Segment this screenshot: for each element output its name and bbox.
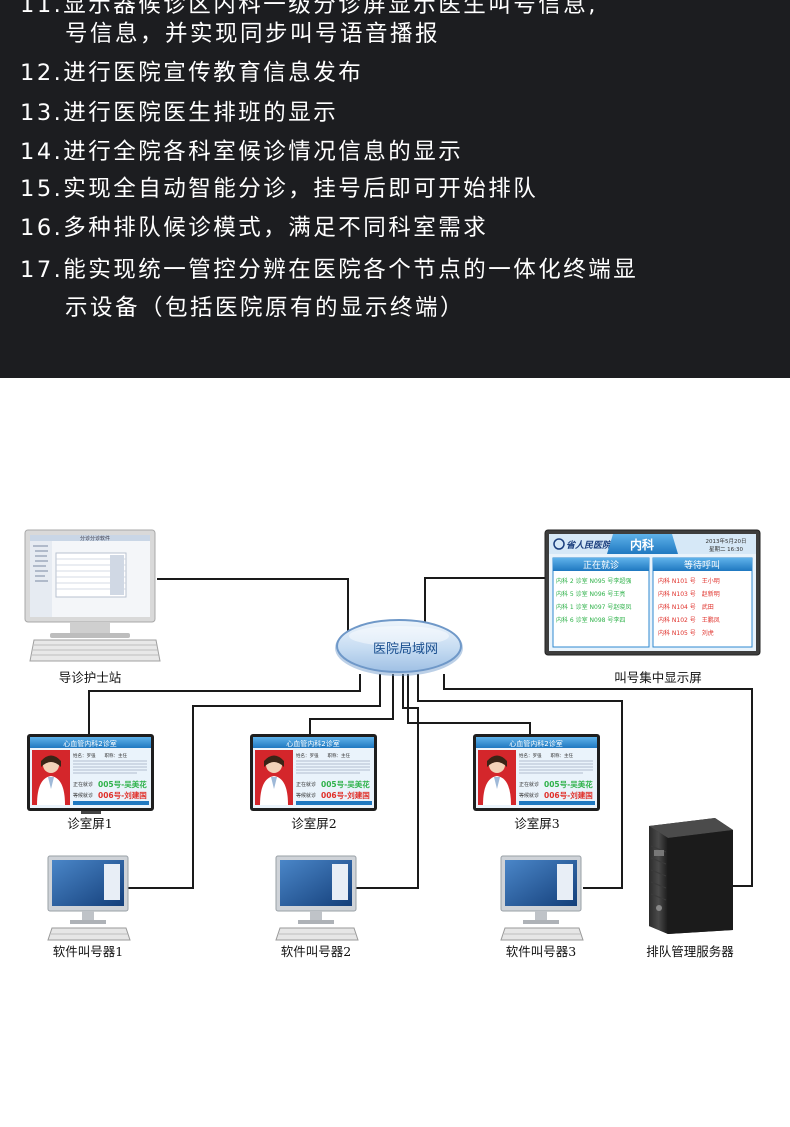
nurse-station-label: 导诊护士站 [40, 667, 140, 686]
room-wait-value: 006号-刘建国 [544, 790, 593, 800]
room-now-value: 005号-吴美花 [98, 779, 147, 789]
room-name-line: 姓名：罗强 职称：主任 [73, 752, 127, 759]
caller-computer-3 [501, 856, 583, 940]
nurse-window-title: 分诊分诊软件 [80, 535, 110, 542]
caller-label-3: 软件叫号器3 [491, 941, 591, 960]
room-now-value: 005号-吴美花 [321, 779, 370, 789]
room-wait-label: 等候就诊 [519, 792, 539, 799]
central-wait-row: 内科 N103 号 赵新明 [658, 590, 720, 598]
central-display-label: 叫号集中显示屏 [603, 667, 713, 686]
room-name-line: 姓名：罗强 职称：主任 [296, 752, 350, 759]
room-now-label: 正在就诊 [519, 781, 539, 788]
room-screen-label-1: 诊室屏1 [40, 813, 140, 832]
caller-computer-2 [276, 856, 358, 940]
central-wait-row: 内科 N104 号 武田 [658, 603, 714, 611]
feature-item-12: 12.进行医院宣传教育信息发布 [20, 55, 363, 87]
central-col-wait: 等待呼叫 [684, 559, 720, 571]
caller-computer-1 [48, 856, 130, 940]
feature-item-16: 16.多种排队候诊模式，满足不同科室需求 [20, 210, 488, 242]
room-wait-value: 006号-刘建国 [321, 790, 370, 800]
queue-server-tower [649, 818, 733, 934]
room-wait-value: 006号-刘建国 [98, 790, 147, 800]
central-display-screen: 省人民医院 内科 2013年5月20日 星期二 16:30 正在就诊 内科 2 … [545, 530, 760, 655]
feature-item-13: 13.进行医院医生排班的显示 [20, 95, 338, 127]
room-screen-label-2: 诊室屏2 [264, 813, 364, 832]
central-dept: 内科 [630, 537, 654, 552]
feature-list-panel: 11.显示器候诊区内科一级分诊屏显示医生叫号信息, 号信息，并实现同步叫号语音播… [0, 0, 790, 378]
room-screen-3: 心血管内科2诊室 姓名：罗强 职称：主任 正在就诊 005号-吴美花 等候就诊 … [473, 734, 600, 811]
cable-room-screen-3 [408, 674, 530, 734]
central-hospital-name: 省人民医院 [566, 540, 613, 551]
central-wait-row: 内科 N102 号 王鹏凤 [658, 616, 720, 624]
cable-nurse-station [157, 579, 348, 635]
central-now-row: 内科 1 诊室 N097 号赵晓凤 [556, 603, 631, 611]
room-screen-2: 心血管内科2诊室 姓名：罗强 职称：主任 正在就诊 005号-吴美花 等候就诊 … [250, 734, 377, 811]
central-time: 星期二 16:30 [709, 546, 744, 553]
room-screen-title: 心血管内科2诊室 [286, 739, 339, 748]
central-now-row: 内科 5 诊室 N096 号王亮 [556, 590, 625, 598]
feature-item-15: 15.实现全自动智能分诊，挂号后即可开始排队 [20, 171, 538, 203]
room-now-label: 正在就诊 [296, 781, 316, 788]
hub-label: 医院局域网 [373, 638, 425, 657]
room-screen-1: 心血管内科2诊室 姓名：罗强 职称：主任 正在就诊 005号-吴美花 等候就诊 … [27, 734, 154, 814]
room-name-line: 姓名：罗强 职称：主任 [519, 752, 573, 759]
diagram-canvas: 分诊分诊软件 省人民医院 内科 2013年5月20日 星期二 16:30 正在就… [0, 378, 790, 1123]
feature-item-17: 17.能实现统一管控分辨在医院各个节点的一体化终端显 [20, 252, 638, 284]
cable-central-display [425, 578, 545, 634]
feature-item-17-continuation: 示设备（包括医院原有的显示终端） [65, 290, 465, 322]
room-now-label: 正在就诊 [73, 781, 93, 788]
network-topology-diagram: 分诊分诊软件 省人民医院 内科 2013年5月20日 星期二 16:30 正在就… [0, 378, 790, 1123]
room-now-value: 005号-吴美花 [544, 779, 593, 789]
room-screen-title: 心血管内科2诊室 [509, 739, 562, 748]
room-screen-label-3: 诊室屏3 [487, 813, 587, 832]
central-wait-row: 内科 N101 号 王小明 [658, 577, 720, 585]
room-wait-label: 等候就诊 [73, 792, 93, 799]
room-wait-label: 等候就诊 [296, 792, 316, 799]
central-now-row: 内科 6 诊室 N098 号李四 [556, 616, 625, 624]
feature-item-11-continuation: 号信息，并实现同步叫号语音播报 [65, 16, 440, 48]
caller-label-2: 软件叫号器2 [266, 941, 366, 960]
central-now-row: 内科 2 诊室 N095 号李超强 [556, 577, 631, 585]
nurse-station-computer: 分诊分诊软件 [25, 530, 160, 661]
central-date: 2013年5月20日 [706, 537, 747, 545]
central-col-now: 正在就诊 [583, 559, 619, 571]
server-label: 排队管理服务器 [630, 941, 750, 960]
keyboard [30, 640, 160, 661]
feature-item-14: 14.进行全院各科室候诊情况信息的显示 [20, 134, 463, 166]
central-wait-row: 内科 N105 号 刘虎 [658, 629, 714, 637]
room-screen-title: 心血管内科2诊室 [63, 739, 116, 748]
caller-label-1: 软件叫号器1 [38, 941, 138, 960]
